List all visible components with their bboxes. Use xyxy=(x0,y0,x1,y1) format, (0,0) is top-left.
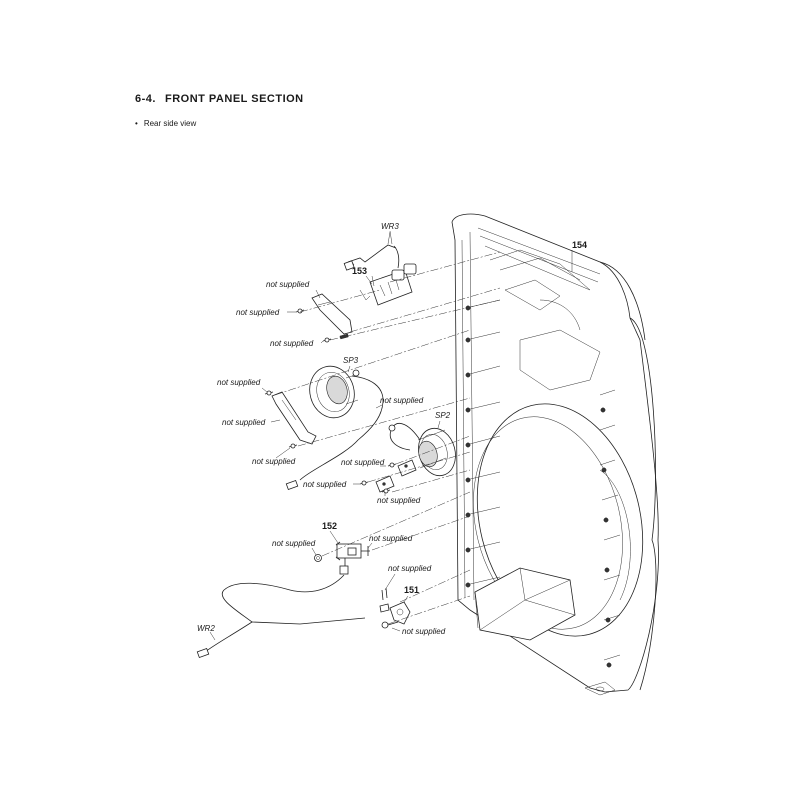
wire-wr3 xyxy=(343,231,400,271)
section-number: 6-4. xyxy=(135,93,156,105)
label-not-supplied-10: not supplied xyxy=(377,496,421,505)
label-not-supplied-4: not supplied xyxy=(217,378,261,387)
label-not-supplied-1: not supplied xyxy=(266,280,310,289)
label-not-supplied-9: not supplied xyxy=(303,480,347,489)
label-ref-151: 151 xyxy=(404,585,419,595)
subtitle-text: Rear side view xyxy=(143,119,197,128)
label-ref-153: 153 xyxy=(352,266,367,276)
label-ref-152: 152 xyxy=(322,521,337,531)
label-not-supplied-12: not supplied xyxy=(272,539,316,548)
label-not-supplied-14: not supplied xyxy=(402,627,446,636)
section-heading: 6-4. FRONT PANEL SECTION xyxy=(135,93,304,105)
label-not-supplied-5: not supplied xyxy=(380,396,424,405)
label-wr2: WR2 xyxy=(197,624,215,633)
label-not-supplied-6: not supplied xyxy=(222,418,266,427)
label-not-supplied-11: not supplied xyxy=(369,534,413,543)
board-153 xyxy=(359,263,417,306)
callout-labels: WR3 153 154 not supplied not supplied no… xyxy=(197,222,587,636)
screws-upper xyxy=(295,308,332,343)
alignment-lines xyxy=(274,251,501,625)
section-title: FRONT PANEL SECTION xyxy=(164,93,304,105)
bracket-sp3 xyxy=(264,390,317,449)
bracket-upper xyxy=(311,293,353,340)
wire-wr2 xyxy=(196,574,366,659)
speaker-sp2 xyxy=(388,423,456,477)
bullet-icon: • xyxy=(135,119,138,128)
label-not-supplied-2: not supplied xyxy=(236,308,280,317)
front-panel-154 xyxy=(451,213,659,696)
label-not-supplied-8: not supplied xyxy=(341,458,385,467)
speaker-sp3 xyxy=(285,365,384,491)
leader-lines xyxy=(209,230,441,641)
part-151 xyxy=(379,587,411,629)
label-not-supplied-13: not supplied xyxy=(388,564,432,573)
label-not-supplied-7: not supplied xyxy=(252,457,296,466)
switch-152 xyxy=(314,541,370,575)
label-wr3: WR3 xyxy=(381,222,399,231)
label-not-supplied-3: not supplied xyxy=(270,339,314,348)
section-subtitle: • Rear side view xyxy=(135,119,196,128)
label-sp3: SP3 xyxy=(343,356,359,365)
label-sp2: SP2 xyxy=(435,411,451,420)
label-ref-154: 154 xyxy=(572,240,587,250)
